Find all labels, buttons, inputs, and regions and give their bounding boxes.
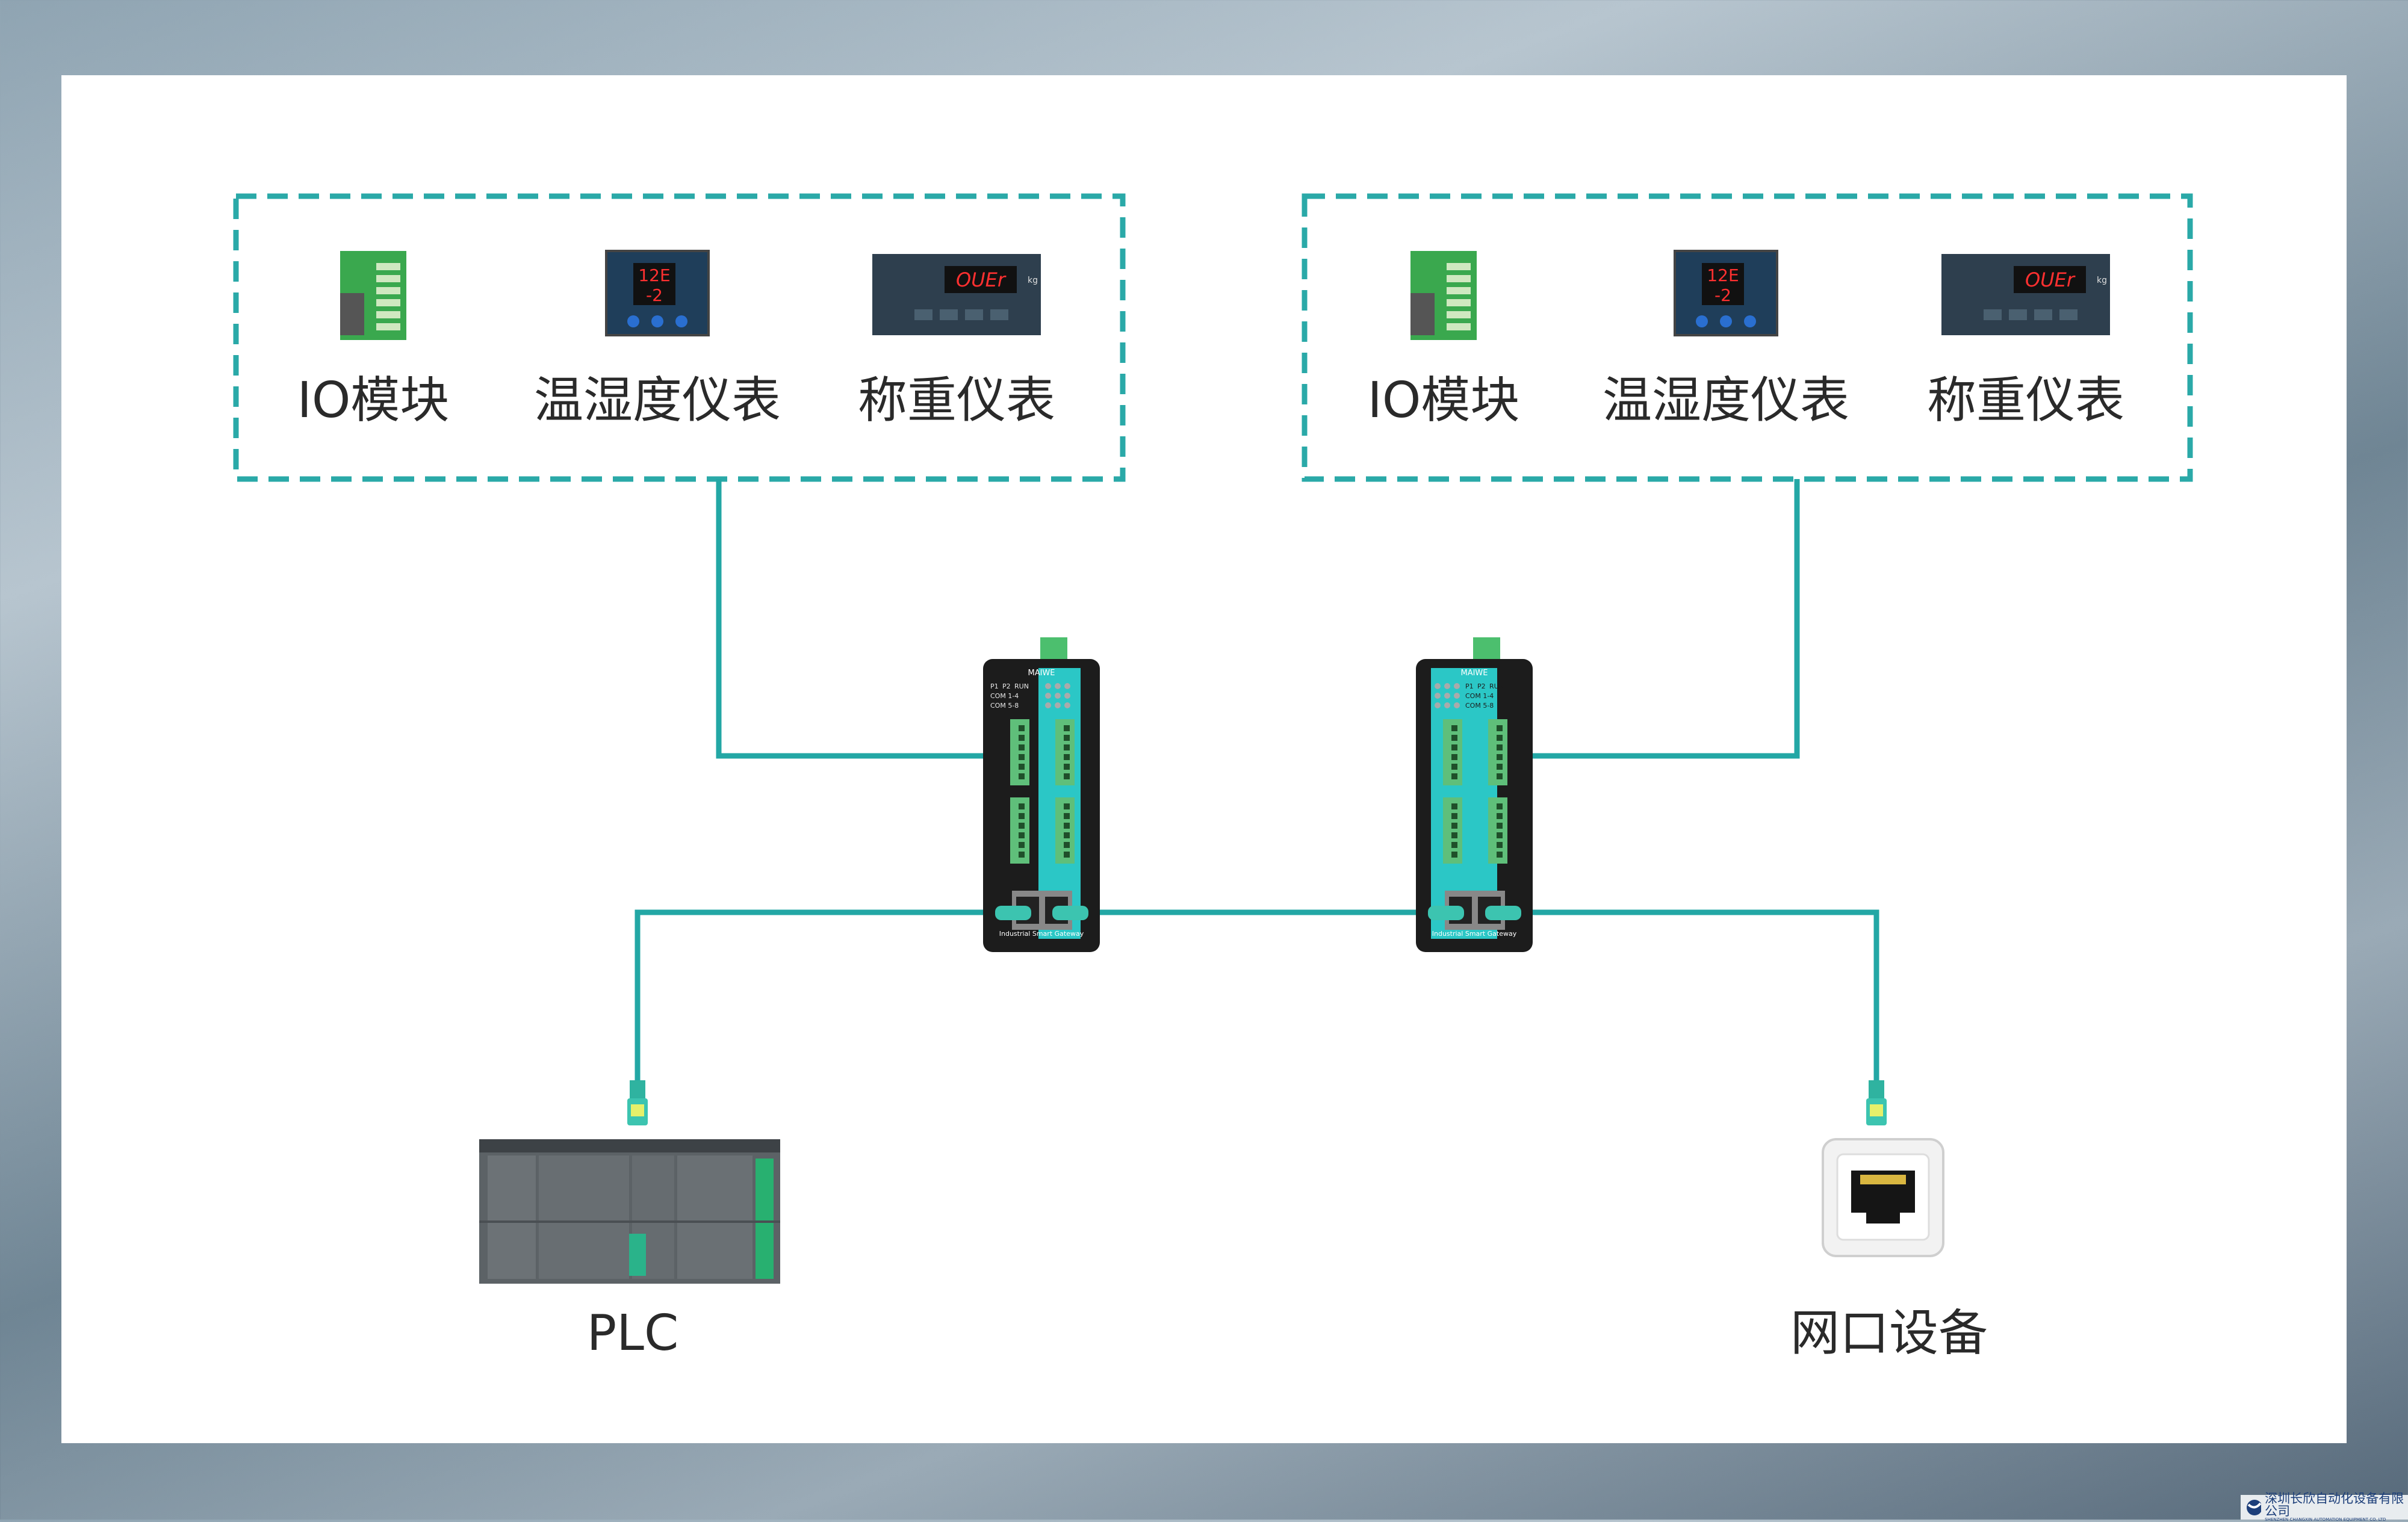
rs485-line-left: [716, 479, 993, 759]
weighing-meter-icon: OUEr kg: [872, 254, 1041, 335]
device-label: IO模块: [297, 372, 450, 429]
meter-unit: kg: [1028, 276, 1038, 285]
gateway-brand: MAIWE: [1028, 669, 1055, 678]
ethernet-socket-icon: [1822, 1138, 1944, 1257]
meter-readout: -2: [1714, 285, 1731, 305]
temp-humidity-meter-icon: 12E-2: [1674, 250, 1778, 336]
rj45-plug-icon: [627, 1080, 648, 1125]
gateway-led-label: P1: [1465, 682, 1474, 690]
device-label: 称重仪表: [857, 372, 1056, 429]
gateway-led-label: COM 5-8: [990, 702, 1019, 710]
company-logo-icon: [2247, 1499, 2262, 1515]
meter-unit: kg: [2097, 276, 2107, 285]
rs485-line-right: [1523, 479, 1800, 759]
rj45-plug-icon: [1052, 906, 1088, 920]
company-name: 深圳长欣自动化设备有限公司: [2265, 1491, 2404, 1518]
meter-readout: 12E: [1707, 265, 1739, 285]
ethernet-device-label: 网口设备: [1790, 1305, 1988, 1362]
company-name-en: SHENZHEN CHANGXIN AUTOMATION EQUIPMENT C…: [2265, 1517, 2386, 1522]
device-label: IO模块: [1367, 372, 1520, 429]
gateway-led-label: COM 5-8: [1465, 702, 1494, 710]
device-group-box-right: [1302, 193, 2193, 482]
device-label: 称重仪表: [1926, 372, 2125, 429]
meter-readout: OUEr: [2025, 268, 2076, 291]
gateway-led-label: P2: [1002, 682, 1011, 690]
gateway-led-label: RUN: [1489, 682, 1504, 690]
temp-humidity-meter-icon: 12E-2: [605, 250, 710, 336]
device-label: 温湿度仪表: [533, 372, 781, 429]
gateway-led-label: P2: [1477, 682, 1486, 690]
meter-readout: OUEr: [956, 268, 1007, 291]
ethernet-line-plc: [635, 909, 1011, 1083]
device-label: 温湿度仪表: [1602, 372, 1850, 429]
gateway-led-label: RUN: [1014, 682, 1029, 690]
gateway-led-label: COM 1-4: [1465, 692, 1494, 700]
gateway-led-label: P1: [990, 682, 999, 690]
io-module-icon: [1410, 251, 1477, 340]
meter-readout: 12E: [638, 265, 670, 285]
plc-label: PLC: [586, 1305, 679, 1362]
device-group-box-left: [233, 193, 1126, 482]
gateway-led-label: COM 1-4: [990, 692, 1019, 700]
gateway-caption: Industrial Smart Gateway: [999, 930, 1084, 938]
gateway-caption: Industrial Smart Gateway: [1432, 930, 1517, 938]
io-module-icon: [340, 251, 406, 340]
ethernet-line-device: [1517, 909, 1879, 1083]
rj45-plug-icon: [1866, 1080, 1887, 1125]
rj45-plug-icon: [1485, 906, 1521, 920]
gateway-brand: MAIWE: [1460, 669, 1488, 678]
meter-readout: -2: [646, 285, 663, 305]
rj45-plug-icon: [995, 906, 1031, 920]
plc-icon: [479, 1139, 780, 1284]
rj45-plug-icon: [1428, 906, 1464, 920]
weighing-meter-icon: OUEr kg: [1941, 254, 2110, 335]
